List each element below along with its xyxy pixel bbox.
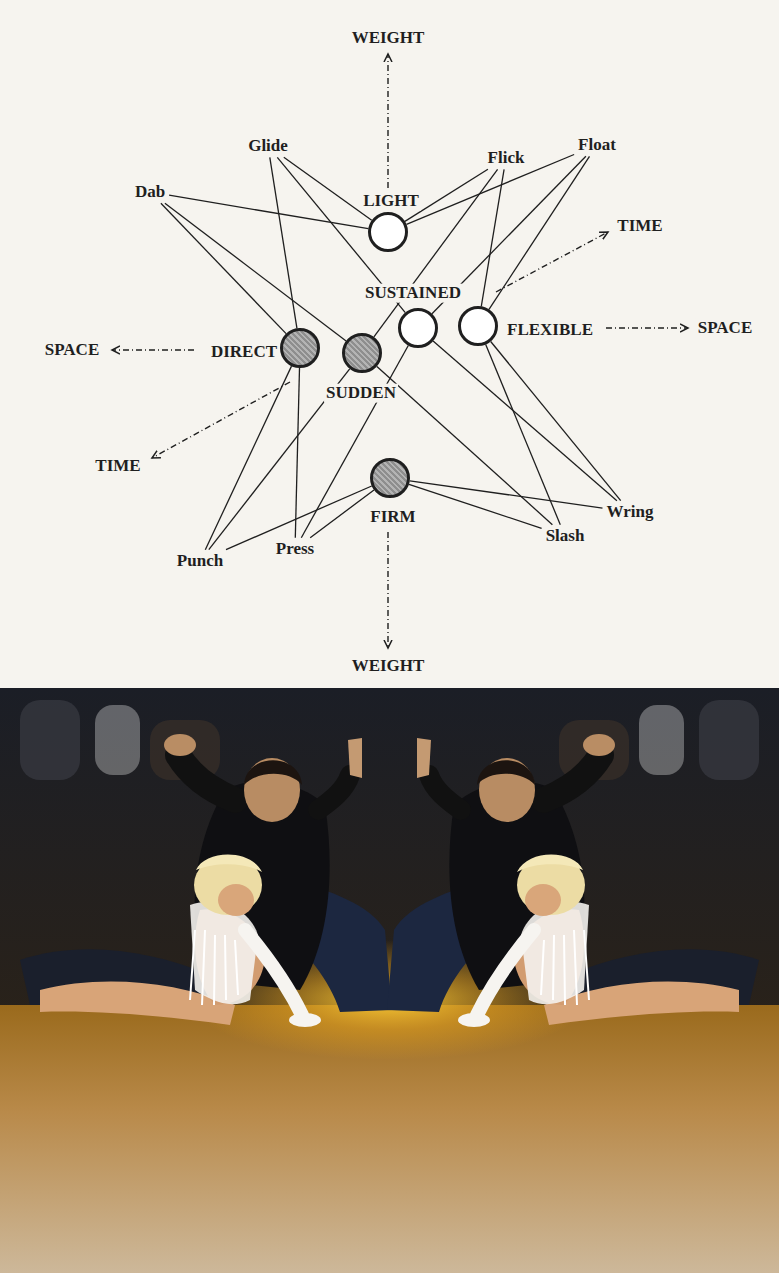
effort-connector (486, 345, 561, 525)
effort-action: Press (276, 539, 314, 558)
open-circle: SUSTAINED (398, 308, 438, 348)
effort-quality: LIGHT (361, 192, 421, 211)
effort-connector (481, 169, 504, 306)
filled-circle: DIRECT (280, 328, 320, 368)
action-word: Slash (542, 525, 589, 548)
effort-action: Float (578, 135, 616, 154)
effort-quality: FIRM (368, 508, 417, 527)
filled-circle: FIRM (370, 458, 410, 498)
effort-connector (377, 366, 553, 524)
effort-connector (409, 484, 542, 528)
effort-connector (205, 366, 291, 550)
axis-arrows (0, 0, 779, 688)
axis-label: TIME (93, 457, 142, 476)
action-word: Press (272, 538, 318, 561)
axis-label: WEIGHT (350, 29, 427, 48)
effort-connector (310, 490, 374, 538)
action-word: Wring (603, 501, 658, 524)
effort-connector (161, 203, 286, 333)
open-circle: LIGHT (368, 212, 408, 252)
effort-action: Dab (135, 182, 165, 201)
effort-connector (489, 156, 590, 309)
effort-connector (410, 481, 603, 508)
filled-circle: SUDDEN (342, 333, 382, 373)
effort-connector (491, 342, 621, 501)
effort-action: Punch (177, 551, 223, 570)
effort-action: Slash (546, 526, 585, 545)
effort-quality: FLEXIBLE (505, 321, 595, 340)
effort-connector (284, 157, 372, 220)
action-word: Glide (244, 135, 292, 158)
action-word: Flick (484, 147, 529, 170)
effort-action: Glide (248, 136, 288, 155)
effort-action: Wring (607, 502, 654, 521)
effort-connector (270, 157, 297, 328)
open-circle: FLEXIBLE (458, 306, 498, 346)
effort-quality: DIRECT (209, 343, 279, 362)
effort-quality: SUDDEN (324, 384, 398, 403)
action-word: Dab (131, 181, 169, 204)
action-word: Punch (173, 550, 227, 573)
axis-label: TIME (615, 217, 664, 236)
effort-connector (169, 195, 368, 229)
effort-connector (433, 341, 617, 501)
effort-action: Flick (488, 148, 525, 167)
connector-layer (0, 0, 779, 688)
effort-quality: SUSTAINED (363, 284, 463, 303)
action-word: Float (574, 134, 620, 157)
axis-label: WEIGHT (350, 657, 427, 676)
effort-connector (165, 203, 346, 341)
axis-label: SPACE (696, 319, 754, 338)
axis-label: SPACE (43, 341, 101, 360)
effort-connector (295, 368, 299, 538)
